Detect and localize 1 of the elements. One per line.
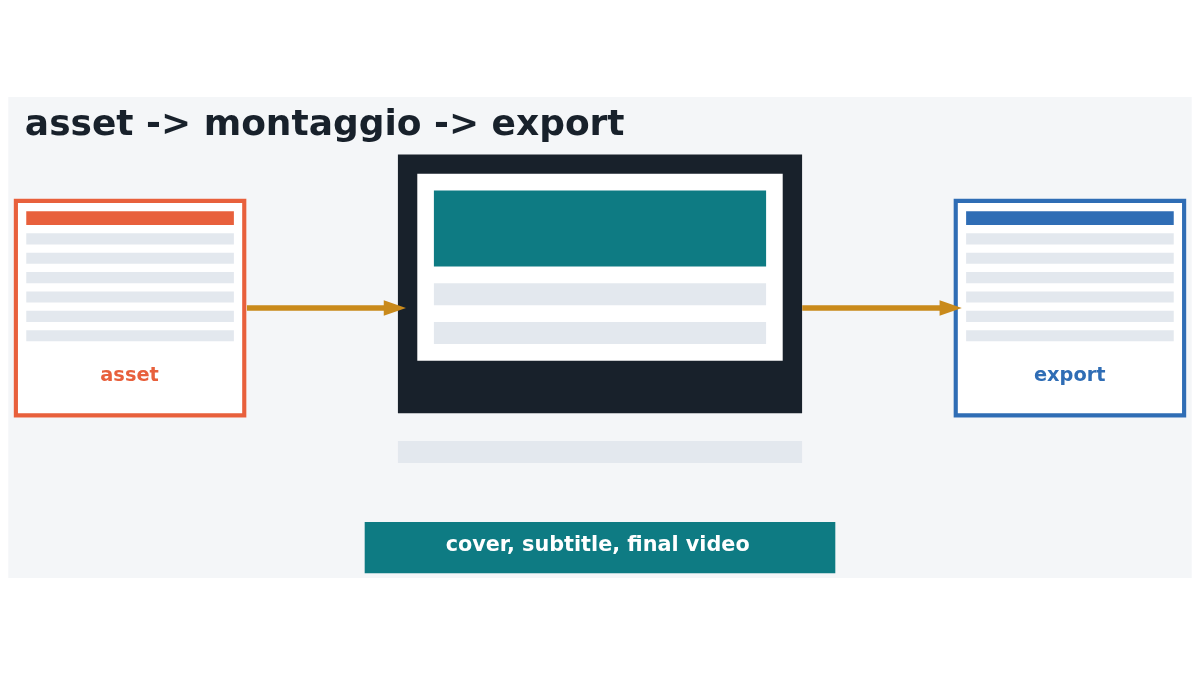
- diagram-title: asset -> montaggio -> export: [24, 102, 625, 144]
